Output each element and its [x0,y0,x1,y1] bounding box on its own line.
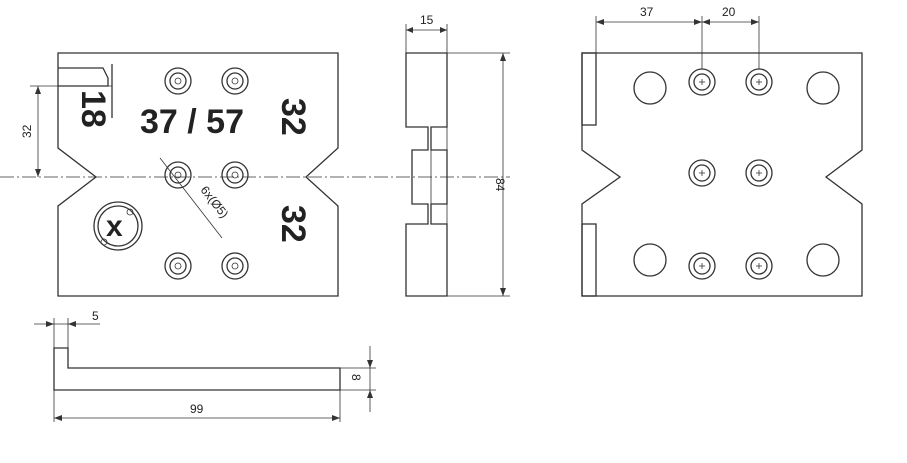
front-view: 18 37 / 57 32 32 x 6x(Ø5) 32 [20,52,339,297]
hole [164,252,192,280]
spacing-label: 37 / 57 [140,103,244,141]
dim-key-height: 8 [349,374,363,381]
large-hole [806,243,840,277]
back-view: 37 20 [581,5,863,297]
hole [221,161,249,189]
dim-key-length: 99 [190,402,204,416]
logo-letter: x [106,210,123,243]
front-plate-outline [57,52,339,297]
side-profile-outline [405,52,448,297]
hole [221,252,249,280]
back-holes [633,68,840,280]
dim-side-height: 84 [493,178,507,192]
dim-side-thickness: 15 [420,13,434,27]
hole [745,252,773,280]
label-32-bottom: 32 [274,205,312,243]
front-holes [164,67,249,280]
hole [745,68,773,96]
back-plate-outline [581,52,863,297]
key-outline [53,347,341,391]
hole-note: 6x(Ø5) [198,183,232,221]
brand-logo: x [93,201,143,251]
label-32-top: 32 [274,98,312,136]
dim-back-spacing-1: 37 [640,5,654,19]
hole [688,252,716,280]
dim-back-spacing-2: 20 [722,5,736,19]
hole [221,67,249,95]
dim-front-height: 32 [20,124,34,138]
hole [688,159,716,187]
large-hole [806,71,840,105]
hole [164,161,192,189]
hole [688,68,716,96]
large-hole [633,71,667,105]
side-view: 15 84 [405,13,510,297]
depth-stop-marker [58,67,109,87]
hole [164,67,192,95]
large-hole [633,243,667,277]
hole [745,159,773,187]
dim-key-offset: 5 [92,309,99,323]
key-view: 5 8 99 [34,309,376,422]
depth-label: 18 [74,90,112,128]
